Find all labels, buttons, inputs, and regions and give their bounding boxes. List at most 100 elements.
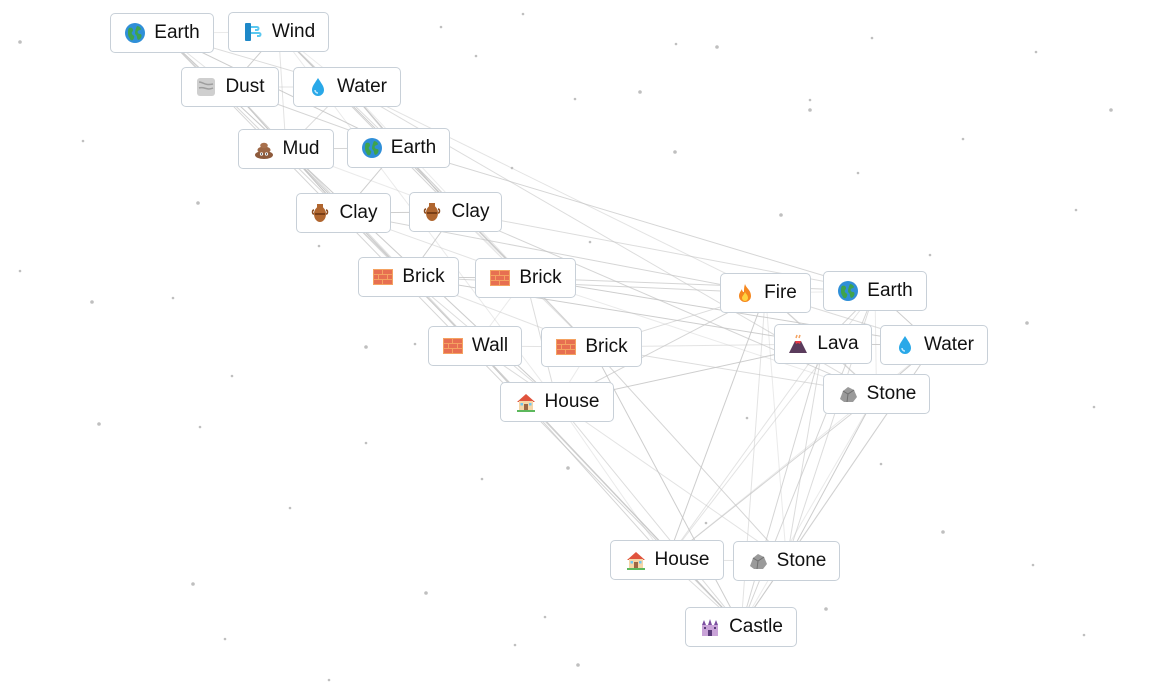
element-clay[interactable]: Clay (296, 193, 391, 233)
particle-dot (808, 108, 812, 112)
element-label: Water (924, 334, 974, 355)
element-label: Clay (339, 202, 378, 223)
element-label: Clay (451, 201, 490, 222)
connection-line (161, 32, 344, 214)
particle-dot (715, 45, 719, 49)
connection-line (591, 346, 742, 628)
particle-dot (779, 213, 783, 217)
element-label: Stone (866, 383, 917, 404)
element-brick[interactable]: Brick (541, 327, 642, 367)
connection-line (556, 401, 668, 561)
element-water[interactable]: Water (293, 67, 401, 107)
connection-line (786, 343, 824, 562)
castle-icon (699, 616, 721, 638)
house-icon (515, 391, 537, 413)
element-stone[interactable]: Stone (733, 541, 840, 581)
clay-icon (309, 202, 331, 224)
connection-line (740, 393, 877, 628)
particle-dot (1092, 405, 1096, 409)
element-label: House (654, 549, 710, 570)
particle-dot (745, 416, 749, 420)
element-clay[interactable]: Clay (409, 192, 502, 232)
particle-dot (513, 643, 517, 647)
particle-dot (327, 678, 331, 682)
particle-dot (961, 137, 965, 141)
brick-icon (489, 267, 511, 289)
element-brick[interactable]: Brick (475, 258, 576, 298)
element-brick[interactable]: Brick (358, 257, 459, 297)
particle-dot (364, 441, 368, 445)
element-mud[interactable]: Mud (238, 129, 334, 169)
element-label: Earth (154, 22, 200, 43)
element-label: Earth (867, 280, 913, 301)
connection-line (666, 343, 824, 561)
particle-dot (856, 171, 860, 175)
particle-dot (90, 300, 94, 304)
rock-icon (837, 383, 859, 405)
element-label: Brick (519, 267, 562, 288)
connection-line (556, 401, 742, 628)
element-wind[interactable]: Wind (228, 12, 329, 52)
particle-dot (521, 12, 525, 16)
particle-dot (588, 240, 592, 244)
connection-line (786, 393, 877, 562)
particle-dot (198, 425, 202, 429)
element-label: Earth (390, 137, 437, 158)
element-earth[interactable]: Earth (823, 271, 927, 311)
particle-dot (824, 607, 828, 611)
particle-dot (1109, 108, 1113, 112)
particle-dot (674, 42, 678, 46)
element-label: Brick (402, 266, 445, 287)
earth-icon (837, 280, 859, 302)
brick-icon (442, 335, 464, 357)
element-wall[interactable]: Wall (428, 326, 522, 366)
element-label: Lava (817, 333, 859, 354)
element-label: Wind (271, 21, 316, 42)
element-label: Dust (225, 76, 265, 97)
particle-dot (808, 98, 812, 102)
particle-dot (1034, 50, 1038, 54)
house-icon (625, 549, 647, 571)
particle-dot (704, 521, 708, 525)
particle-dot (171, 296, 175, 300)
element-water[interactable]: Water (880, 325, 988, 365)
volcano-icon (787, 333, 809, 355)
brick-icon (372, 266, 394, 288)
connection-line (666, 292, 766, 561)
particle-dot (97, 422, 101, 426)
particle-dot (573, 97, 577, 101)
particle-dot (364, 345, 368, 349)
particle-dot (1025, 321, 1029, 325)
particle-dot (870, 36, 874, 40)
particle-dot (230, 374, 234, 378)
element-fire[interactable]: Fire (720, 273, 811, 313)
particle-dot (1031, 563, 1035, 567)
element-house[interactable]: House (500, 382, 614, 422)
connection-line (398, 147, 876, 292)
element-earth[interactable]: Earth (347, 128, 450, 168)
element-dust[interactable]: Dust (181, 67, 279, 107)
connection-line (346, 86, 766, 294)
element-label: Water (337, 76, 387, 97)
particle-dot (81, 139, 85, 143)
connection-line (666, 393, 877, 561)
element-label: Castle (729, 616, 783, 637)
particle-dot (566, 466, 570, 470)
element-earth[interactable]: Earth (110, 13, 214, 53)
particle-dot (191, 582, 195, 586)
water-icon (307, 76, 329, 98)
particle-dot (424, 591, 428, 595)
element-lava[interactable]: Lava (774, 324, 872, 364)
particle-dot (941, 530, 945, 534)
element-house[interactable]: House (610, 540, 724, 580)
element-label: Brick (585, 336, 628, 357)
element-stone[interactable]: Stone (823, 374, 930, 414)
connection-line (474, 345, 668, 561)
particle-dot (1074, 208, 1078, 212)
rock-icon (747, 550, 769, 572)
element-castle[interactable]: Castle (685, 607, 797, 647)
connection-line (408, 276, 766, 294)
particle-dot (223, 637, 227, 641)
particle-dot (18, 40, 22, 44)
